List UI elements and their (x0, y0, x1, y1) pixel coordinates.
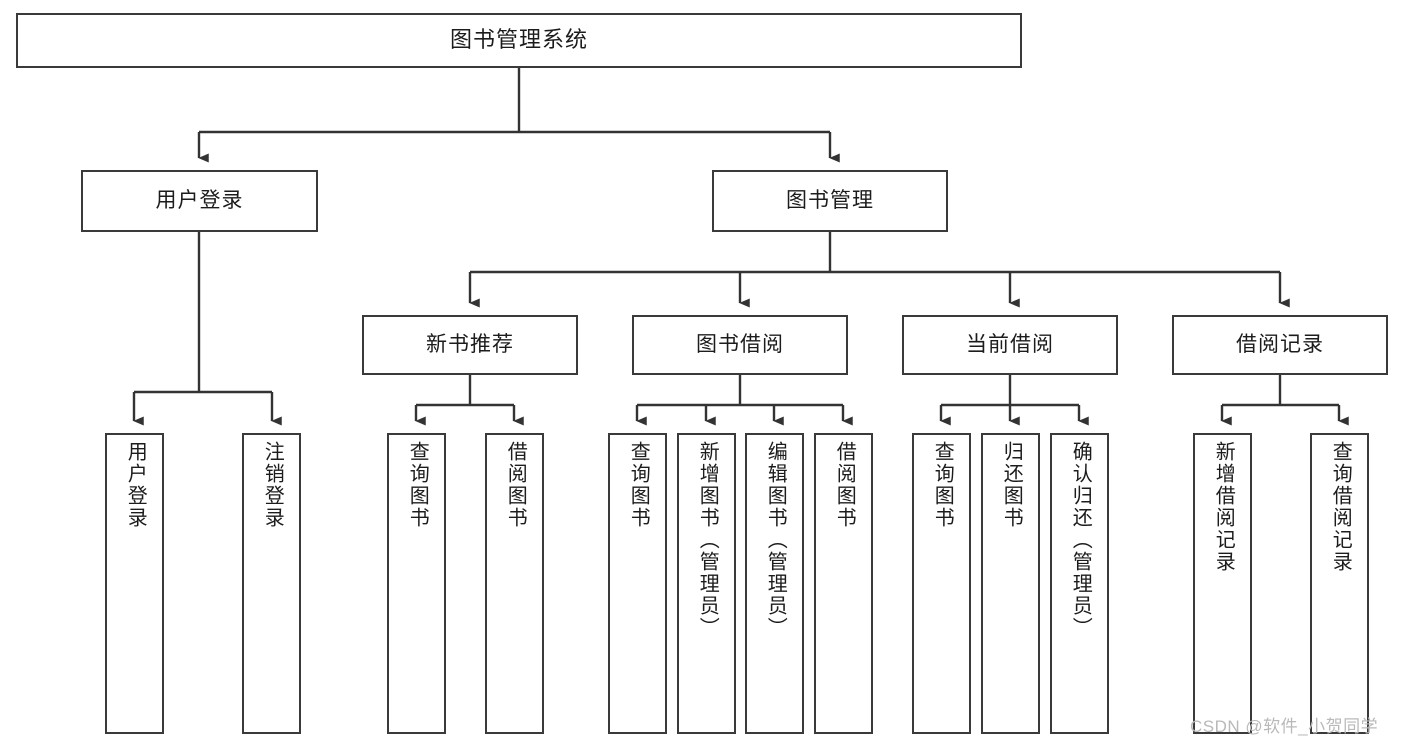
node-book-borrow[interactable]: 图书借阅 (632, 315, 848, 375)
leaf-label: 归还图书 (1000, 441, 1023, 529)
node-book-management[interactable]: 图书管理 (712, 170, 948, 232)
node-borrow-record[interactable]: 借阅记录 (1172, 315, 1388, 375)
leaf-label: 注销登录 (261, 441, 284, 529)
leaf-label: 查询图书 (406, 441, 429, 529)
node-borrow-record-label: 借阅记录 (1236, 333, 1324, 357)
leaf-current-query-book[interactable]: 查询图书 (912, 433, 971, 734)
leaf-label: 编辑图书（管理员） (764, 441, 787, 639)
leaf-label: 新增图书（管理员） (696, 441, 719, 639)
csdn-watermark: CSDN @软件_小贺同学 (1190, 717, 1379, 736)
node-user-login[interactable]: 用户登录 (81, 170, 318, 232)
leaf-label: 查询借阅记录 (1329, 441, 1352, 573)
leaf-label: 新增借阅记录 (1212, 441, 1235, 573)
leaf-record-add-borrow-record[interactable]: 新增借阅记录 (1193, 433, 1252, 734)
leaf-user-login-logout[interactable]: 注销登录 (242, 433, 301, 734)
leaf-current-confirm-return-admin[interactable]: 确认归还（管理员） (1050, 433, 1109, 734)
node-book-borrow-label: 图书借阅 (696, 333, 784, 357)
leaf-record-query-borrow-record[interactable]: 查询借阅记录 (1310, 433, 1369, 734)
leaf-label: 借阅图书 (833, 441, 856, 529)
leaf-current-return-book[interactable]: 归还图书 (981, 433, 1040, 734)
node-new-book-recommend-label: 新书推荐 (426, 333, 514, 357)
leaf-label: 借阅图书 (504, 441, 527, 529)
node-book-management-label: 图书管理 (786, 189, 874, 213)
node-root-label: 图书管理系统 (449, 27, 588, 53)
leaf-borrow-query-book[interactable]: 查询图书 (608, 433, 667, 734)
leaf-label: 查询图书 (627, 441, 650, 529)
leaf-label: 确认归还（管理员） (1069, 441, 1092, 639)
leaf-user-login-login[interactable]: 用户登录 (105, 433, 164, 734)
leaf-borrow-borrow-book[interactable]: 借阅图书 (814, 433, 873, 734)
leaf-borrow-edit-book-admin[interactable]: 编辑图书（管理员） (745, 433, 804, 734)
leaf-recommend-query-book[interactable]: 查询图书 (387, 433, 446, 734)
leaf-borrow-add-book-admin[interactable]: 新增图书（管理员） (677, 433, 736, 734)
node-current-borrow[interactable]: 当前借阅 (902, 315, 1118, 375)
node-user-login-label: 用户登录 (155, 189, 244, 213)
node-current-borrow-label: 当前借阅 (966, 333, 1054, 357)
leaf-label: 用户登录 (124, 441, 147, 529)
node-new-book-recommend[interactable]: 新书推荐 (362, 315, 578, 375)
leaf-recommend-borrow-book[interactable]: 借阅图书 (485, 433, 544, 734)
leaf-label: 查询图书 (931, 441, 954, 529)
node-root-system[interactable]: 图书管理系统 (16, 13, 1022, 68)
